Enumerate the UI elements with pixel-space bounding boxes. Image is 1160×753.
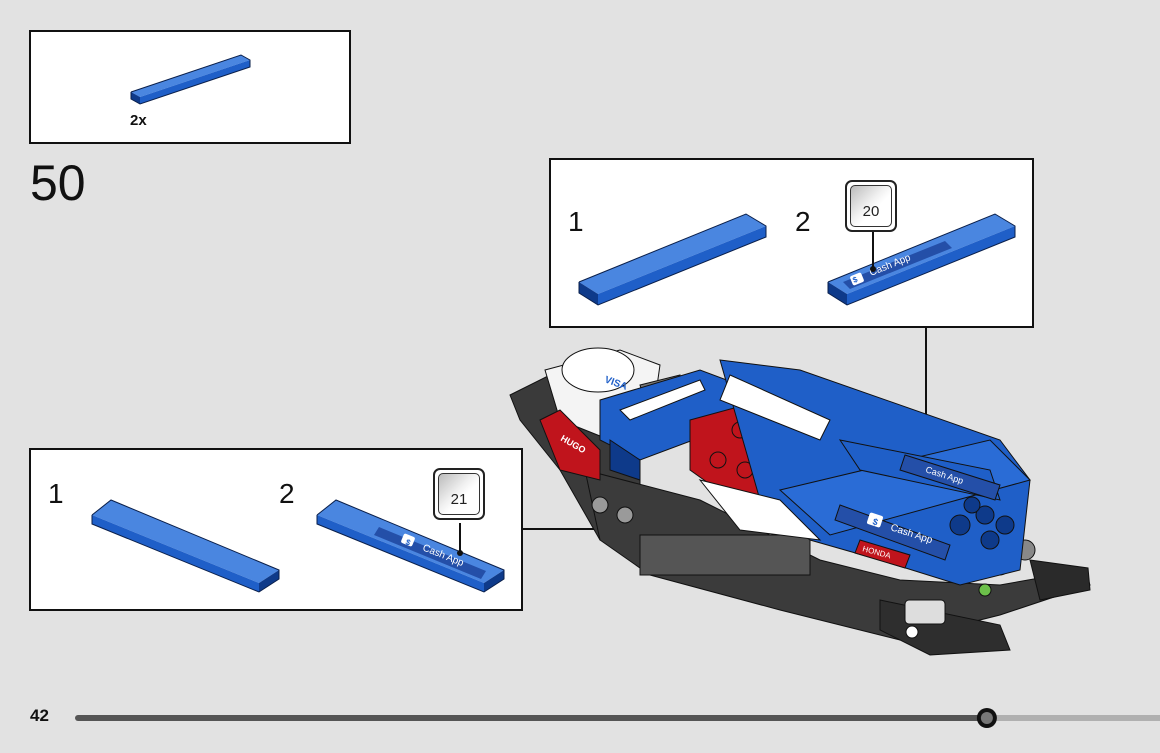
- blue-tile-icon: [578, 213, 767, 306]
- blue-tile-with-sticker-icon: $ Cash App: [316, 499, 505, 593]
- sub-step-1-number: 1: [48, 478, 64, 509]
- sub-assembly-top-box: 1 2 $ Cash App 20: [549, 158, 1034, 328]
- part-quantity: 2x: [130, 112, 147, 129]
- model-sticker-logo: $: [871, 516, 879, 527]
- page-number: 42: [30, 706, 49, 725]
- progress-marker-icon: [976, 708, 997, 728]
- blue-front-section: HONDA Cash App $ Cash App: [698, 359, 1031, 586]
- progress-bar: [75, 708, 1160, 728]
- blue-tile-icon: [91, 499, 280, 593]
- sticker-20-logo: $: [851, 275, 859, 285]
- sticker-sheet-icon: 21: [438, 473, 480, 515]
- chassis: [509, 369, 1091, 656]
- sticker-21-number: 21: [450, 491, 468, 508]
- sub-step-1-number: 1: [568, 206, 584, 237]
- sub-step-2-number: 2: [795, 206, 811, 237]
- sticker-20-badge: 20: [845, 180, 897, 232]
- sub-assembly-left-box: 1 2 $ Cash App 21: [29, 448, 523, 611]
- sticker-21-logo: $: [404, 538, 412, 548]
- sticker-sheet-icon: 20: [850, 185, 892, 227]
- parts-list-box: 2x: [29, 30, 351, 144]
- step-number: 50: [30, 155, 86, 211]
- blue-tile-part-icon: [130, 54, 251, 105]
- blue-tile-with-sticker-icon: $ Cash App: [827, 213, 1016, 306]
- sticker-21-badge: 21: [433, 468, 485, 520]
- sticker-20-number: 20: [862, 203, 880, 220]
- sub-step-2-number: 2: [279, 478, 295, 509]
